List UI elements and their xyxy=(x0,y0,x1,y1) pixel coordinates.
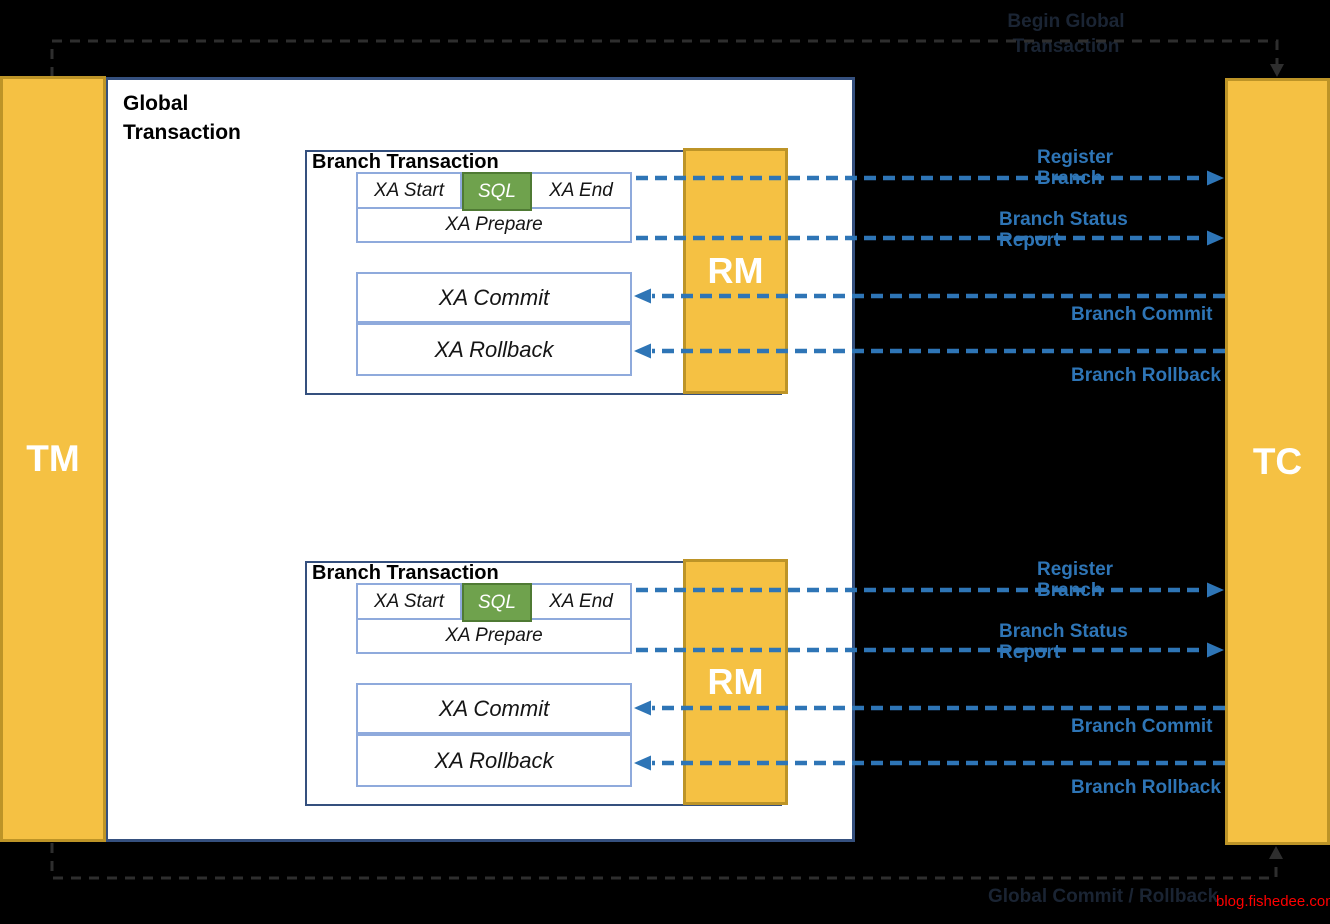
branch-transaction-title: Branch Transaction xyxy=(312,151,499,173)
xa-commit-box: XA Commit xyxy=(356,272,632,323)
xa-start-box: XA Start xyxy=(358,585,462,618)
branch-commit-label: Branch Commit xyxy=(1071,716,1213,737)
xa-start-box: XA Start xyxy=(358,174,462,207)
sql-box: SQL xyxy=(462,583,532,622)
transaction-coordinator-bar: TC xyxy=(1225,78,1330,845)
branch-commit-label: Branch Commit xyxy=(1071,304,1213,325)
xa-rollback-box: XA Rollback xyxy=(356,734,632,787)
branch-rollback-arrowhead-b2 xyxy=(634,755,651,771)
branch-rollback-label: Branch Rollback xyxy=(1071,777,1221,798)
global-commit-flow-line xyxy=(50,843,1278,880)
branch-commit-arrowhead-b1 xyxy=(634,288,651,304)
xa-rollback-box: XA Rollback xyxy=(356,323,632,376)
xa-commit-box: XA Commit xyxy=(356,683,632,734)
register-branch-arrowhead-b2 xyxy=(1207,582,1224,598)
branch-status-report-label: Branch Status Report xyxy=(999,209,1128,251)
branch-status-arrowhead-b1 xyxy=(1207,230,1224,246)
xa-end-box: XA End xyxy=(549,179,613,201)
global-transaction-title: Global Transaction xyxy=(123,92,241,144)
branch-transaction-1: Branch Transaction XA Start SQL XA End X… xyxy=(305,148,795,396)
transaction-manager-bar: TM xyxy=(0,76,106,842)
global-commit-rollback-label: Global Commit / Rollback xyxy=(988,886,1219,907)
begin-global-transaction-label: Begin Global Transaction xyxy=(1007,11,1125,57)
sql-box: SQL xyxy=(462,172,532,211)
branch-rollback-arrowhead-b1 xyxy=(634,343,651,359)
branch-transaction-2: Branch Transaction XA Start SQL XA End X… xyxy=(305,559,795,807)
xa-prepare-box: XA Prepare xyxy=(445,214,543,235)
xa-phase-one-group: XA Start SQL XA End XA Prepare xyxy=(356,172,632,243)
begin-global-arrowhead xyxy=(1270,64,1284,77)
branch-commit-arrowhead-b2 xyxy=(634,700,651,716)
blog-watermark: blog.fishedee.com xyxy=(1216,893,1330,910)
xa-end-box: XA End xyxy=(549,590,613,612)
register-branch-arrowhead-b1 xyxy=(1207,170,1224,186)
begin-global-flow-line xyxy=(50,39,1279,77)
register-branch-label: Register Branch xyxy=(1037,559,1114,601)
global-commit-arrowhead xyxy=(1269,846,1283,859)
branch-status-arrowhead-b2 xyxy=(1207,642,1224,658)
xa-phase-one-group: XA Start SQL XA End XA Prepare xyxy=(356,583,632,654)
register-branch-label: Register Branch xyxy=(1037,147,1114,189)
branch-transaction-title: Branch Transaction xyxy=(312,562,499,584)
xa-start-row: XA Start SQL XA End xyxy=(358,583,630,622)
branch-rollback-label: Branch Rollback xyxy=(1071,365,1221,386)
xa-prepare-box: XA Prepare xyxy=(445,625,543,646)
branch-status-report-label: Branch Status Report xyxy=(999,621,1128,663)
xa-start-row: XA Start SQL XA End xyxy=(358,172,630,211)
